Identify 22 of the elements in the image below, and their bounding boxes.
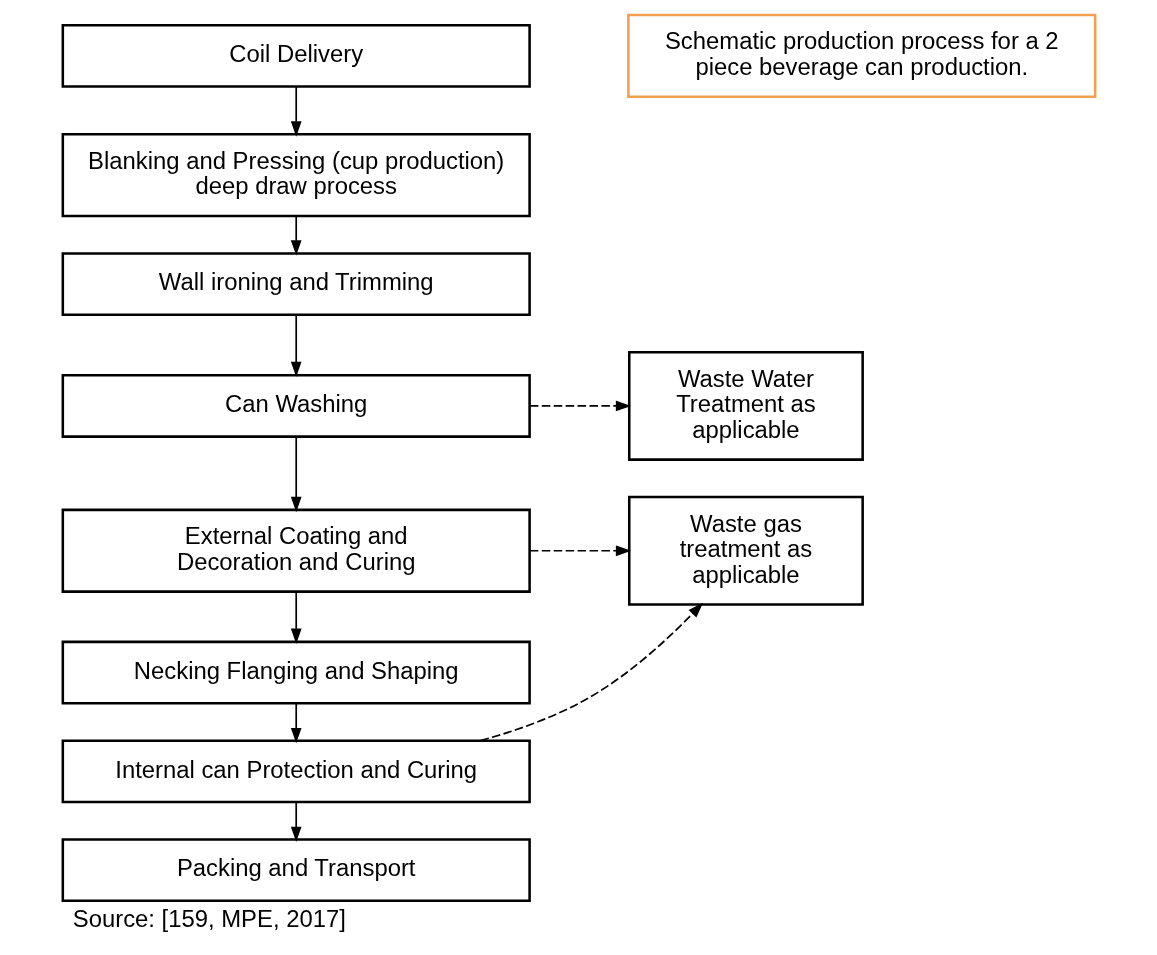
arrow bbox=[290, 215, 302, 256]
node-box: Blanking and Pressing (cup production) deep draw process bbox=[61, 132, 531, 218]
node-box: Packing and Transport bbox=[61, 838, 531, 903]
arrow bbox=[528, 545, 631, 557]
arrow bbox=[290, 314, 302, 378]
arrow bbox=[290, 436, 302, 513]
caption: Source: [159, MPE, 2017] bbox=[72, 904, 346, 932]
arrow bbox=[290, 85, 302, 137]
node-box: Waste Water Treatment as applicable bbox=[627, 351, 864, 461]
node-box: Waste gas treatment as applicable bbox=[627, 495, 864, 606]
node-box: External Coating and Decoration and Curing bbox=[61, 508, 531, 593]
node-box: Schematic production process for a 2 piece beverage can production. bbox=[626, 13, 1096, 99]
arrow bbox=[290, 702, 302, 744]
arrow bbox=[479, 602, 703, 742]
node-box: Can Washing bbox=[61, 374, 531, 438]
node-box: Coil Delivery bbox=[61, 23, 531, 88]
arrow bbox=[290, 801, 302, 843]
node-box: Internal can Protection and Curing bbox=[61, 739, 531, 804]
node-box: Wall ironing and Trimming bbox=[61, 252, 531, 317]
node-box: Necking Flanging and Shaping bbox=[61, 640, 531, 705]
arrow bbox=[290, 591, 302, 644]
arrow bbox=[528, 400, 631, 412]
